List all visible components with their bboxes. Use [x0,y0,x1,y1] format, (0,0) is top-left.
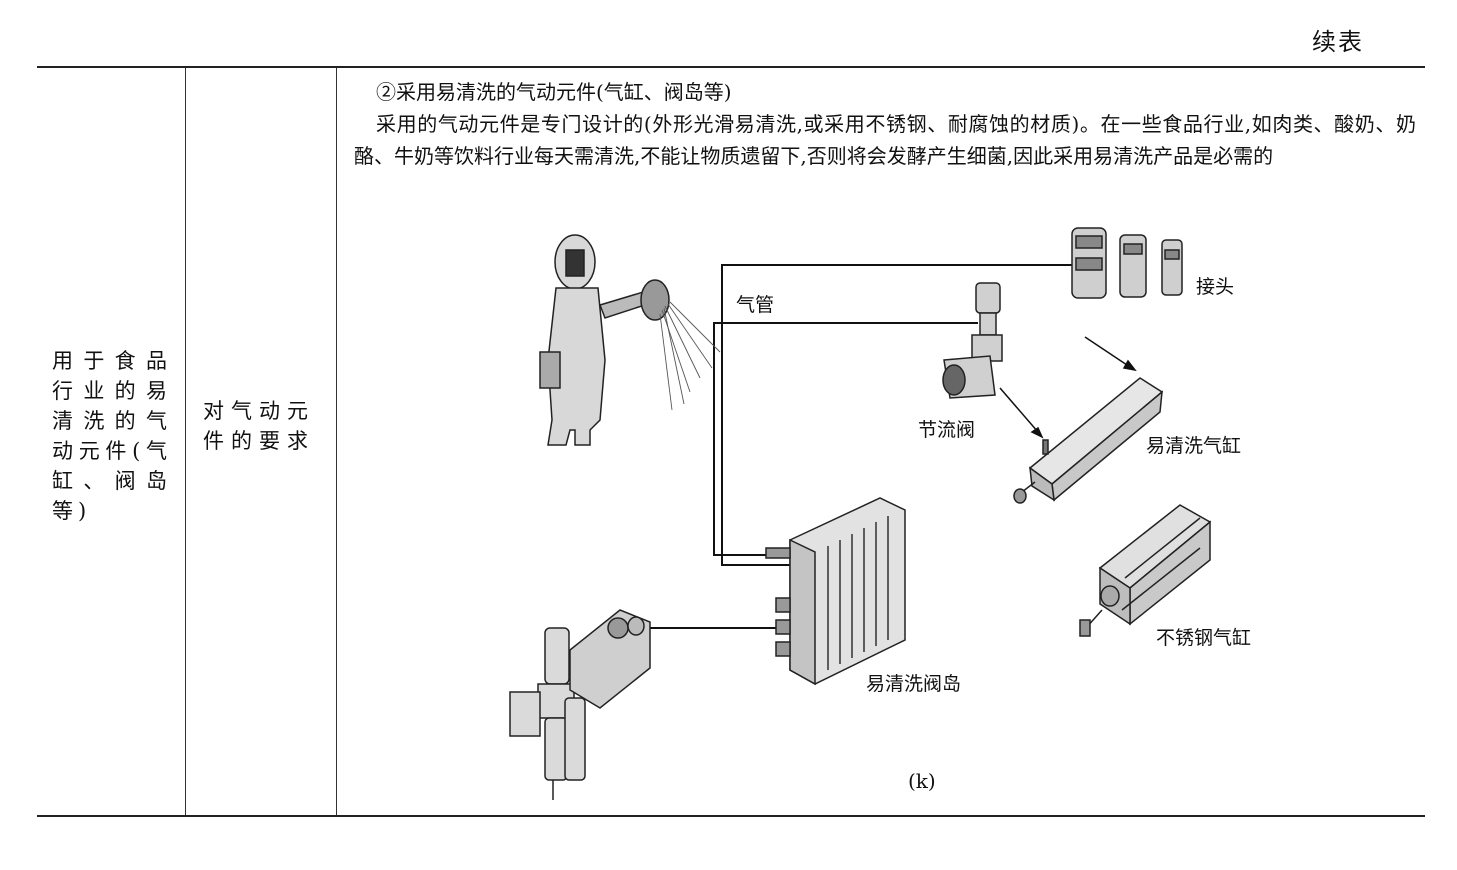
frl-unit-illustration [509,609,651,800]
table-bottom-rule [37,815,1425,817]
water-spray [659,301,721,411]
label-easy-clean-cylinder: 易清洗气缸 [1146,435,1241,457]
easy-clean-cylinder-illustration [1013,377,1164,504]
category-cell: 用于食品行业的易清洗的气动元件(气缸、阀岛等) [52,349,172,523]
throttle-valve-illustration [942,282,1003,399]
content-paragraph: 采用的气动元件是专门设计的(外形光滑易清洗,或采用不锈钢、耐腐蚀的材质)。在一些… [354,112,1416,168]
fittings-illustration [1071,227,1183,299]
requirement-cell: 对气动元件的要求 [203,399,315,453]
continued-label: 续表 [1312,28,1364,56]
item-heading: ②采用易清洗的气动元件(气缸、阀岛等) [376,80,732,104]
content-cell: ②采用易清洗的气动元件(气缸、阀岛等) 采用的气动元件是专门设计的(外形光滑易清… [354,76,1416,172]
table-top-rule [37,66,1425,68]
label-stainless-cylinder: 不锈钢气缸 [1156,627,1251,649]
valve-island-illustration [765,497,906,686]
label-air-pipe: 气管 [736,294,774,316]
stainless-cylinder-illustration [1079,504,1212,637]
label-fittings: 接头 [1196,276,1234,298]
air-pipe-lines [650,264,1072,629]
label-throttle-valve: 节流阀 [918,419,975,441]
label-valve-island: 易清洗阀岛 [866,673,961,695]
column-divider-1 [185,68,186,815]
figure-caption: (k) [908,769,936,793]
column-divider-2 [336,68,337,815]
arrows [999,336,1137,439]
worker-spraying-illustration [539,234,670,446]
